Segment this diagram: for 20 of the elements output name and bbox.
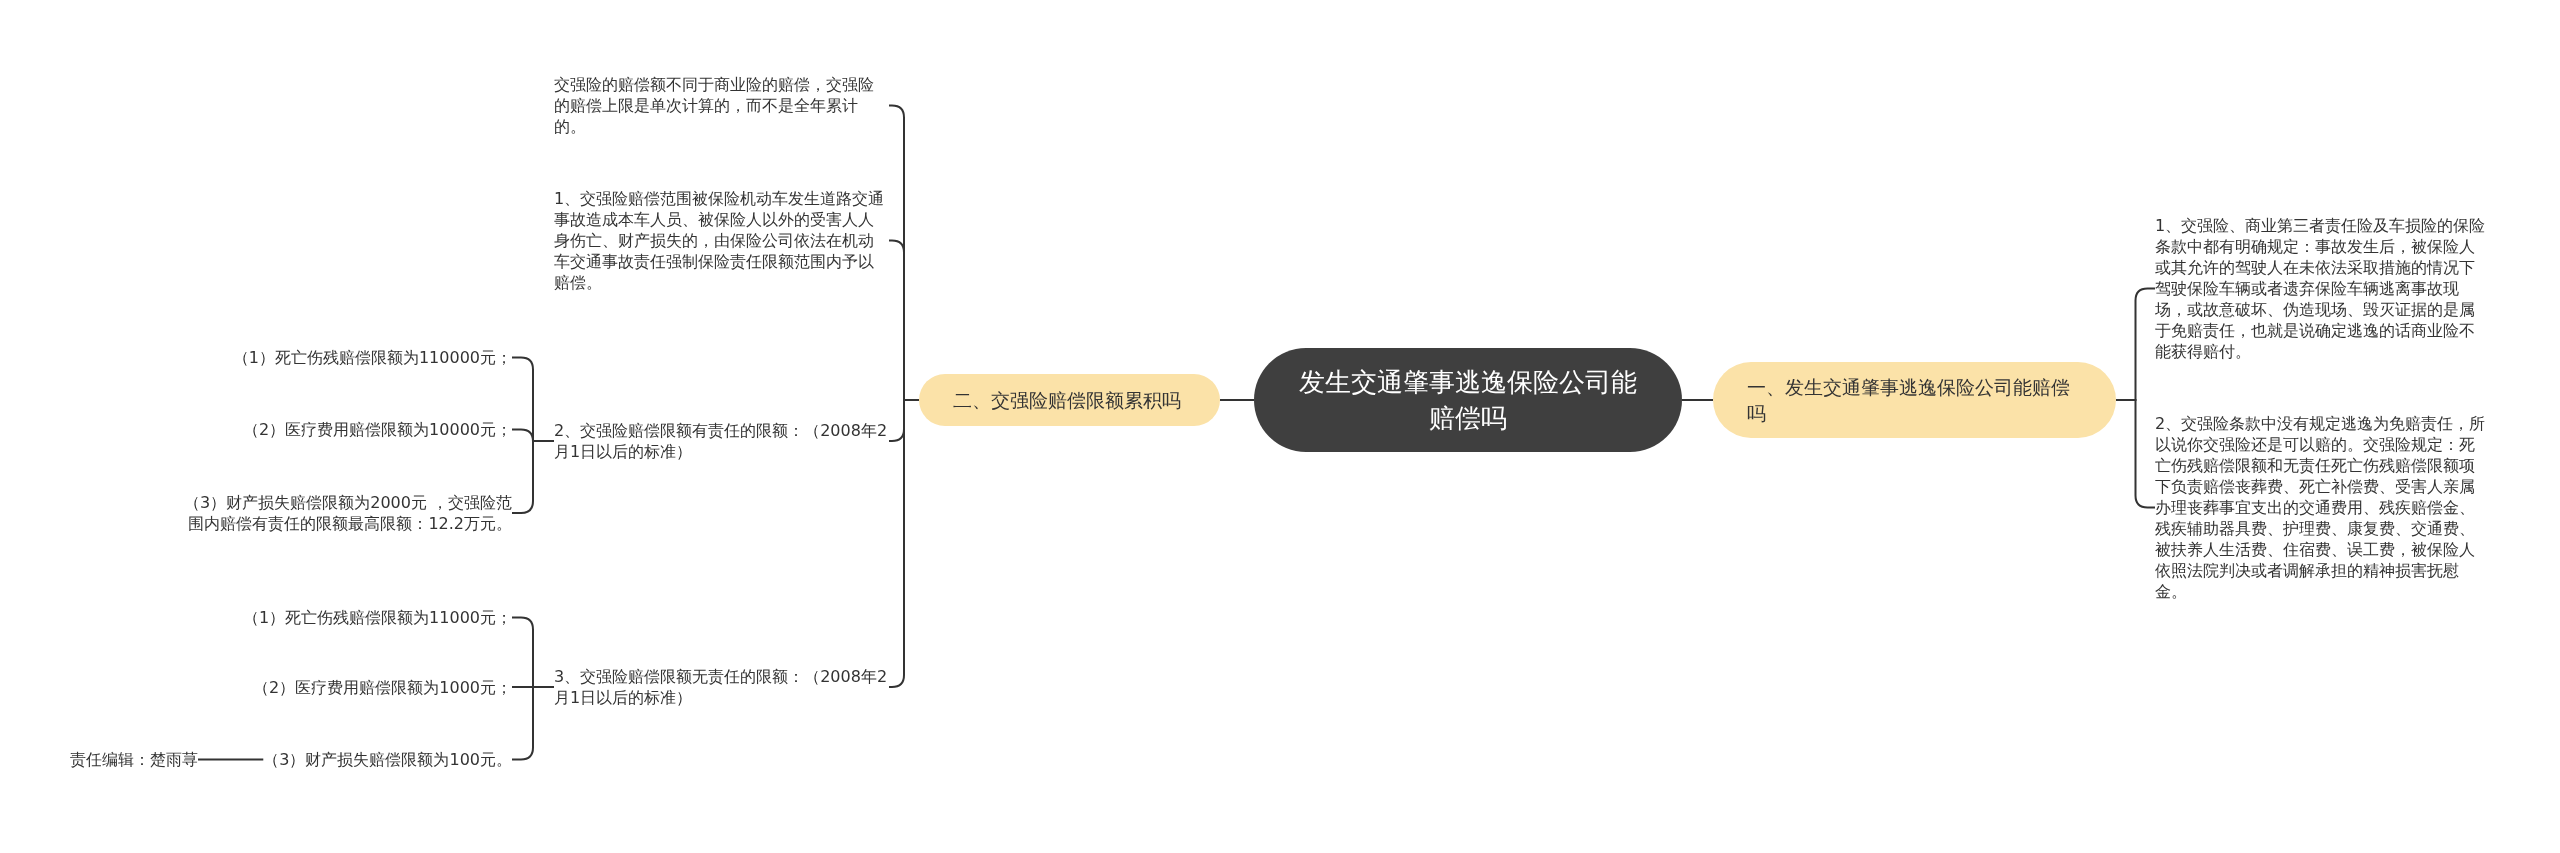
note-text: （1）死亡伤残赔偿限额为11000元；	[242, 607, 512, 628]
note-text: （2）医疗费用赔偿限额为10000元；	[242, 419, 512, 440]
note-text: 2、交强险赔偿限额有责任的限额：（2008年2月1日以后的标准）	[554, 420, 889, 462]
note-text: （2）医疗费用赔偿限额为1000元；	[253, 677, 512, 698]
note-text: （3）财产损失赔偿限额为2000元 ，交强险范围内赔偿有责任的限额最高限额：12.2万元。	[170, 492, 512, 534]
subtopic-box: 二、交强险赔偿限额累积吗	[919, 374, 1220, 426]
note-text: 交强险的赔偿额不同于商业险的赔偿，交强险的赔偿上限是单次计算的，而不是全年累计的。	[554, 74, 889, 137]
connector-line	[197, 758, 265, 761]
topic-box: 发生交通肇事逃逸保险公司能赔偿吗	[1254, 348, 1682, 452]
note-text: 1、交强险赔偿范围被保险机动车发生道路交通事故造成本车人员、被保险人以外的受害人人身伤亡、财产损失的，由保险公司依法在机动车交通事故责任强制保险责任限额范围内予以赔偿。	[554, 188, 889, 293]
connector-line	[1681, 399, 1714, 401]
subtopic-box: 一、发生交通肇事逃逸保险公司能赔偿吗	[1713, 362, 2116, 438]
editor-credit: 责任编辑：楚雨荨	[70, 749, 198, 770]
note-text: 2、交强险条款中没有规定逃逸为免赔责任，所以说你交强险还是可以赔的。交强险规定：死亡伤残赔偿限额和无责任死亡伤残赔偿限额项下负责赔偿丧葬费、死亡补偿费、受害人亲属办理丧葬事宜支出的交通费用、残疾赔偿金、残疾辅助器具费、护理费、康复费、交通费、被扶养人生活费、住宿费、误工费，被保险人依照法院判决或者调解承担的精神损害抚慰金。	[2155, 413, 2490, 602]
note-text: 3、交强险赔偿限额无责任的限额：（2008年2月1日以后的标准）	[554, 666, 889, 708]
note-text: （1）死亡伤残赔偿限额为110000元；	[232, 347, 512, 368]
connector-line	[888, 399, 920, 688]
note-text: （3）财产损失赔偿限额为100元。	[263, 749, 512, 770]
connector-line	[1219, 399, 1255, 401]
note-text: 1、交强险、商业第三者责任险及车损险的保险条款中都有明确规定：事故发生后，被保险人或其允许的驾驶人在未依法采取措施的情况下驾驶保险车辆或者遗弃保险车辆逃离事故现场，或故意破坏、伪造现场、毁灭证据的是属于免赔责任，也就是说确定逃逸的话商业险不能获得赔付。	[2155, 215, 2490, 362]
